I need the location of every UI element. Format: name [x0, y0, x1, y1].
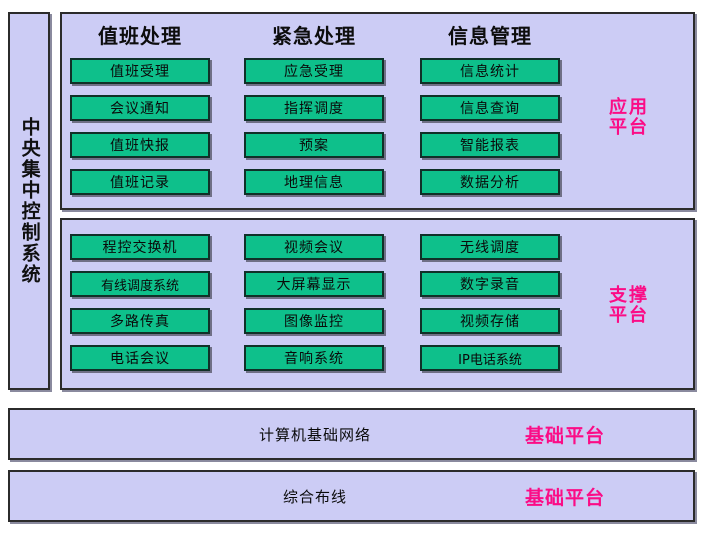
support-column-media: 无线调度 数字录音 视频存储 IP电话系统 — [420, 234, 560, 371]
basic-network-platform-tag: 基础平台 — [524, 424, 605, 447]
cell-duty-bulletin[interactable]: 值班快报 — [70, 132, 210, 158]
cell-information-statistics[interactable]: 信息统计 — [420, 58, 560, 84]
cell-image-monitoring[interactable]: 图像监控 — [244, 308, 384, 334]
cell-emergency-acceptance[interactable]: 应急受理 — [244, 58, 384, 84]
cell-wired-dispatch-system[interactable]: 有线调度系统 — [70, 271, 210, 297]
cell-duty-record[interactable]: 值班记录 — [70, 169, 210, 195]
support-platform-tag: 支撑 平台 — [574, 285, 684, 327]
cell-pbx-switch[interactable]: 程控交换机 — [70, 234, 210, 260]
support-column-visual: 视频会议 大屏幕显示 图像监控 音响系统 — [244, 234, 384, 371]
cell-ip-telephone-system[interactable]: IP电话系统 — [420, 345, 560, 371]
application-platform-tag-line2: 平台 — [609, 117, 649, 139]
column-header-information-management: 信息管理 — [448, 24, 532, 48]
cell-audio-system[interactable]: 音响系统 — [244, 345, 384, 371]
support-platform-panel: 程控交换机 有线调度系统 多路传真 电话会议 视频会议 大屏幕显示 图像监控 音… — [60, 218, 695, 390]
application-column-headers: 值班处理 紧急处理 信息管理 — [62, 20, 693, 50]
cell-command-dispatch[interactable]: 指挥调度 — [244, 95, 384, 121]
basic-network-bar: 计算机基础网络 基础平台 — [8, 408, 695, 460]
cell-information-query[interactable]: 信息查询 — [420, 95, 560, 121]
application-platform-panel: 值班处理 紧急处理 信息管理 值班受理 会议通知 值班快报 值班记录 应急受理 … — [60, 12, 695, 210]
central-control-system-label: 中央集中控制系统 — [18, 117, 41, 285]
cell-telephone-conference[interactable]: 电话会议 — [70, 345, 210, 371]
structured-cabling-bar: 综合布线 基础平台 — [8, 470, 695, 522]
support-column-communication: 程控交换机 有线调度系统 多路传真 电话会议 — [70, 234, 210, 371]
structured-cabling-label: 综合布线 — [282, 487, 347, 506]
application-platform-tag-line1: 应用 — [609, 97, 649, 118]
cell-geographic-information[interactable]: 地理信息 — [244, 169, 384, 195]
cell-large-screen-display[interactable]: 大屏幕显示 — [244, 271, 384, 297]
application-column-duty-handling: 值班受理 会议通知 值班快报 值班记录 — [70, 58, 210, 195]
application-column-information-management: 信息统计 信息查询 智能报表 数据分析 — [420, 58, 560, 195]
basic-network-label: 计算机基础网络 — [258, 425, 371, 444]
cell-duty-acceptance[interactable]: 值班受理 — [70, 58, 210, 84]
cell-wireless-dispatch[interactable]: 无线调度 — [420, 234, 560, 260]
support-platform-tag-line2: 平台 — [609, 305, 649, 327]
column-header-emergency-handling: 紧急处理 — [272, 24, 356, 48]
central-control-system-column: 中央集中控制系统 — [8, 12, 50, 390]
support-platform-tag-line1: 支撑 — [609, 285, 649, 306]
cell-contingency-plan[interactable]: 预案 — [244, 132, 384, 158]
cell-meeting-notice[interactable]: 会议通知 — [70, 95, 210, 121]
cell-video-conference[interactable]: 视频会议 — [244, 234, 384, 260]
cell-data-analysis[interactable]: 数据分析 — [420, 169, 560, 195]
application-platform-tag: 应用 平台 — [574, 97, 684, 139]
structured-cabling-platform-tag: 基础平台 — [524, 486, 605, 509]
column-header-duty-handling: 值班处理 — [98, 24, 182, 48]
cell-video-storage[interactable]: 视频存储 — [420, 308, 560, 334]
cell-digital-recording[interactable]: 数字录音 — [420, 271, 560, 297]
cell-intelligent-report[interactable]: 智能报表 — [420, 132, 560, 158]
application-column-emergency-handling: 应急受理 指挥调度 预案 地理信息 — [244, 58, 384, 195]
cell-multichannel-fax[interactable]: 多路传真 — [70, 308, 210, 334]
